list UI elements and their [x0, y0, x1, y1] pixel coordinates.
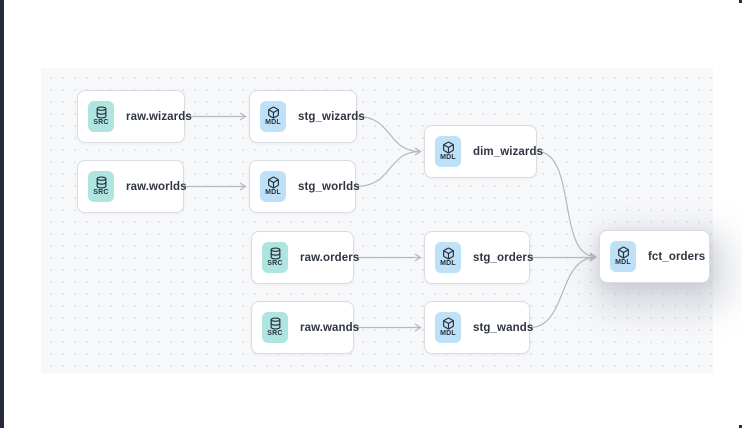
screen-corner-artifact	[739, 425, 742, 428]
badge-label: SRC	[93, 119, 109, 126]
window-left-edge	[0, 0, 4, 428]
badge-label: SRC	[267, 330, 283, 337]
model-type-badge: MDL	[435, 312, 461, 343]
node-label: stg_wizards	[298, 110, 365, 123]
database-icon	[269, 247, 282, 260]
node-label: raw.worlds	[126, 180, 187, 193]
model-type-badge: MDL	[435, 242, 461, 273]
badge-label: MDL	[265, 189, 281, 196]
model-type-badge: MDL	[260, 101, 286, 132]
node-stg-wands[interactable]: MDL stg_wands	[424, 301, 534, 354]
database-icon	[95, 106, 108, 119]
badge-label: SRC	[267, 260, 283, 267]
node-label: fct_orders	[648, 250, 706, 263]
cube-icon	[442, 141, 455, 154]
badge-label: MDL	[440, 330, 456, 337]
cube-icon	[442, 317, 455, 330]
cube-icon	[267, 176, 280, 189]
node-raw-wizards[interactable]: SRC raw.wizards	[77, 90, 192, 143]
node-label: raw.orders	[300, 251, 360, 264]
node-label: stg_wands	[473, 321, 534, 334]
node-dim-wizards[interactable]: MDL dim_wizards	[424, 125, 543, 178]
database-icon	[269, 317, 282, 330]
cube-icon	[617, 246, 630, 259]
source-type-badge: SRC	[88, 101, 114, 132]
node-stg-worlds[interactable]: MDL stg_worlds	[249, 160, 360, 213]
model-type-badge: MDL	[260, 171, 286, 202]
badge-label: SRC	[93, 189, 109, 196]
source-type-badge: SRC	[262, 242, 288, 273]
node-fct-orders[interactable]: MDL fct_orders	[599, 230, 710, 283]
badge-label: MDL	[265, 119, 281, 126]
node-label: stg_worlds	[298, 180, 360, 193]
node-label: dim_wizards	[473, 145, 544, 158]
node-raw-wands[interactable]: SRC raw.wands	[251, 301, 359, 354]
screen-corner-artifact	[739, 0, 742, 3]
cube-icon	[267, 106, 280, 119]
node-stg-wizards[interactable]: MDL stg_wizards	[249, 90, 365, 143]
model-type-badge: MDL	[610, 241, 636, 272]
badge-label: MDL	[440, 154, 456, 161]
node-label: stg_orders	[473, 251, 534, 264]
node-raw-orders[interactable]: SRC raw.orders	[251, 231, 359, 284]
source-type-badge: SRC	[262, 312, 288, 343]
model-type-badge: MDL	[435, 136, 461, 167]
node-label: raw.wizards	[126, 110, 192, 123]
node-raw-worlds[interactable]: SRC raw.worlds	[77, 160, 187, 213]
database-icon	[95, 176, 108, 189]
badge-label: MDL	[615, 259, 631, 266]
node-label: raw.wands	[300, 321, 360, 334]
badge-label: MDL	[440, 260, 456, 267]
cube-icon	[442, 247, 455, 260]
node-stg-orders[interactable]: MDL stg_orders	[424, 231, 534, 284]
source-type-badge: SRC	[88, 171, 114, 202]
